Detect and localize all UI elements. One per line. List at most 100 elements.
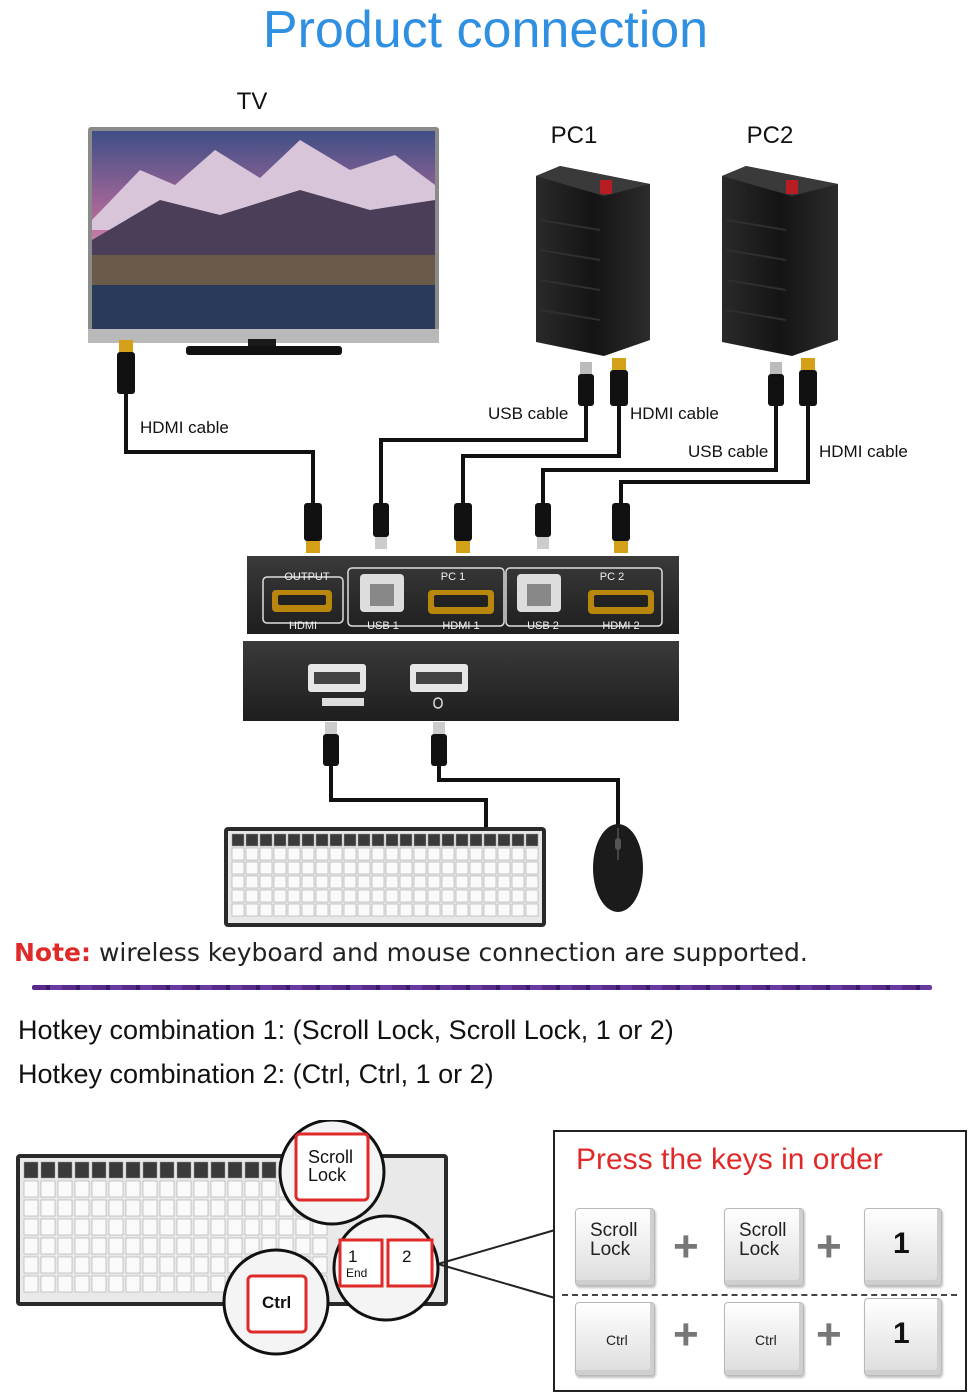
keyboard-key (371, 903, 385, 917)
keyboard-key (91, 1275, 107, 1293)
keyboard-usb-connector (323, 722, 339, 766)
keyboard-key (301, 903, 315, 917)
keyboard-key (343, 847, 357, 861)
keyboard-key (357, 875, 371, 889)
keyboard-key (23, 1275, 39, 1293)
keyboard-key (57, 1275, 73, 1293)
key-scroll-lock-2: Scroll Lock (724, 1208, 804, 1286)
keyboard-key (427, 833, 441, 847)
keyboard-key (40, 1180, 56, 1198)
keyboard-key (469, 847, 483, 861)
keyboard-key (74, 1256, 90, 1274)
keyboard-key (23, 1161, 39, 1179)
keyboard-key (142, 1218, 158, 1236)
keyboard-key (357, 903, 371, 917)
keyboard-key (159, 1180, 175, 1198)
keyboard-key (227, 1199, 243, 1217)
keyboard-key (315, 861, 329, 875)
callout-key-2: 2 (402, 1247, 412, 1266)
keyboard-key (57, 1199, 73, 1217)
keyboard-key (40, 1256, 56, 1274)
keyboard-key (261, 1199, 277, 1217)
keyboard-key (301, 875, 315, 889)
keyboard-key (210, 1237, 226, 1255)
keyboard-key (413, 875, 427, 889)
switch-output-label: OUTPUT (284, 571, 330, 583)
keyboard-key (371, 861, 385, 875)
keyboard-key (108, 1218, 124, 1236)
hotkey-line-2: Hotkey combination 2: (Ctrl, Ctrl, 1 or … (18, 1059, 494, 1089)
keyboard-key (483, 833, 497, 847)
tv-monitor (88, 127, 439, 355)
keyboard-key (427, 889, 441, 903)
keyboard-key (57, 1161, 73, 1179)
keyboard-key (74, 1275, 90, 1293)
keyboard-key (385, 847, 399, 861)
key-1-top-label: 1 (893, 1227, 910, 1260)
keyboard-key (301, 833, 315, 847)
hotkey-line-1: Hotkey combination 1: (Scroll Lock, Scro… (18, 1015, 674, 1045)
keyboard-key (427, 861, 441, 875)
plus-sign: + (816, 1310, 842, 1359)
callout-key-1-sub: End (346, 1266, 368, 1280)
pc2-tower (722, 166, 838, 356)
switch-hdmi2-connector (612, 503, 630, 553)
keyboard-key (469, 861, 483, 875)
keyboard-key (287, 875, 301, 889)
keyboard-key (511, 903, 525, 917)
keyboard-key (343, 875, 357, 889)
divider (32, 985, 932, 990)
keyboard-key (385, 833, 399, 847)
keyboard-key (142, 1256, 158, 1274)
keyboard-key (245, 875, 259, 889)
keyboard-key (315, 889, 329, 903)
keyboard-key (399, 861, 413, 875)
keyboard-key (287, 861, 301, 875)
keyboard-key (125, 1199, 141, 1217)
keyboard-key (176, 1218, 192, 1236)
hdmi-connector-tv (117, 340, 135, 394)
keyboard-key (278, 1218, 294, 1236)
keyboard-key (261, 1218, 277, 1236)
keyboard-key (455, 833, 469, 847)
keyboard-key (244, 1218, 260, 1236)
keyboard-key (525, 875, 539, 889)
key-1-bottom: 1 (864, 1298, 942, 1376)
keyboard-key (57, 1218, 73, 1236)
keyboard-key (301, 861, 315, 875)
keyboard-key (511, 875, 525, 889)
keyboard-key (343, 889, 357, 903)
keyboard-key (259, 875, 273, 889)
keyboard-key (91, 1180, 107, 1198)
keyboard-key (273, 861, 287, 875)
keyboard-key (329, 833, 343, 847)
note-row: Note: wireless keyboard and mouse connec… (14, 938, 808, 967)
keyboard-key (176, 1199, 192, 1217)
keyboard-key (176, 1256, 192, 1274)
keyboard-key (497, 903, 511, 917)
key-scroll-lock-1-label: Scroll Lock (590, 1220, 638, 1260)
keyboard-key (91, 1256, 107, 1274)
keyboard-key (23, 1180, 39, 1198)
keyboard-key (176, 1275, 192, 1293)
keyboard-key (441, 833, 455, 847)
keyboard-key (259, 833, 273, 847)
keyboard-key (159, 1161, 175, 1179)
keyboard-key (193, 1275, 209, 1293)
keyboard-key (245, 903, 259, 917)
keyboard-key (108, 1275, 124, 1293)
keyboard-key (108, 1237, 124, 1255)
keyboard-key (287, 847, 301, 861)
keyboard-key (385, 903, 399, 917)
keyboard-key (525, 889, 539, 903)
keyboard-key (91, 1199, 107, 1217)
switch-usb2-label: USB 2 (527, 620, 559, 632)
keyboard-key (329, 875, 343, 889)
plus-sign: + (673, 1222, 699, 1271)
kvm-switch-front (243, 641, 679, 721)
keyboard-key (455, 875, 469, 889)
keyboard-key (125, 1275, 141, 1293)
keyboard-key (244, 1199, 260, 1217)
keyboard-key (231, 903, 245, 917)
keyboard-key (427, 875, 441, 889)
